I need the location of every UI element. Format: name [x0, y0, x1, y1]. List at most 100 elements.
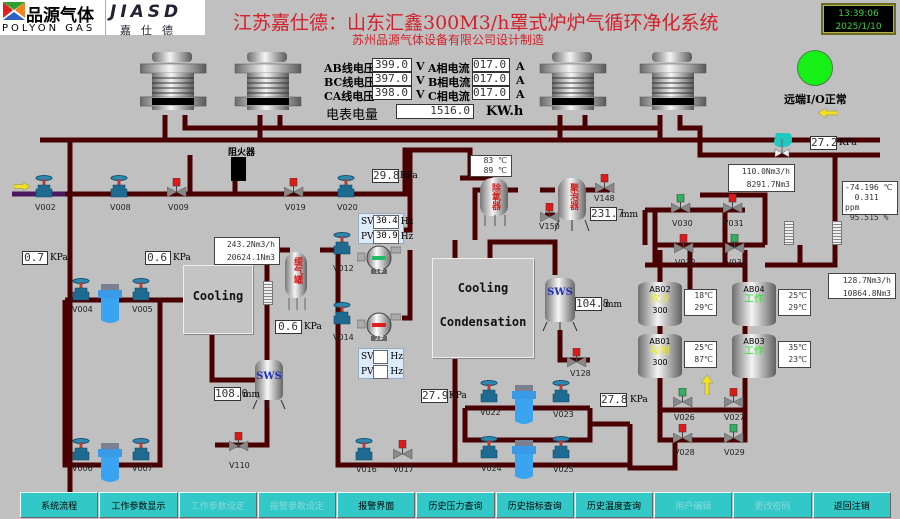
- ca-voltage-label: CA线电压: [324, 90, 375, 103]
- flame-arrestor-icon: [231, 157, 246, 181]
- valve-tag: V025: [553, 465, 574, 474]
- furnace-icon: [234, 51, 302, 111]
- filter-icon: [512, 440, 536, 479]
- cooler-2-label-line1: Cooling: [457, 281, 509, 295]
- valve-tag: V027: [724, 413, 745, 422]
- pressure-filter2-value: 27.9: [421, 389, 449, 403]
- valve-tag: V033: [726, 258, 747, 267]
- valve-tag: V014: [333, 333, 354, 342]
- valve-tag: V022: [480, 408, 501, 417]
- oxygen-value: 0.311: [854, 193, 879, 202]
- nav-button-10[interactable]: 返回注销: [812, 492, 891, 518]
- valve-tag: V017: [393, 465, 414, 474]
- valve-tag: V028: [674, 448, 695, 457]
- adsorber-id: AB04: [743, 285, 765, 294]
- defoamer-level-value: 231.7: [590, 207, 625, 221]
- pressure-unit: KPa: [839, 138, 857, 148]
- gate-valve-icon: [552, 436, 570, 459]
- compressor-2-sv-value[interactable]: [373, 349, 389, 364]
- tank-legs-icon: [542, 322, 578, 332]
- valve-tag: V150: [539, 222, 560, 231]
- pressure-left-value: 0.7: [22, 251, 48, 265]
- gate-valve-icon: [72, 278, 90, 301]
- adsorber-temps: 35℃ 23℃: [778, 341, 811, 368]
- pressure-main-value: 29.8: [372, 169, 400, 183]
- logo-partner-en: JIASD: [110, 2, 183, 22]
- purity-unit: %: [883, 213, 889, 222]
- adsorber-id: AB01: [649, 337, 671, 346]
- solenoid-valve-icon: [673, 424, 693, 444]
- adsorber-temp-1: 25℃: [788, 291, 807, 300]
- bc-voltage-value: 397.0: [372, 72, 412, 86]
- b-current-value: 017.0: [472, 72, 510, 86]
- nav-button-5[interactable]: 历史压力查询: [416, 492, 495, 518]
- adsorber-temps: 18℃ 29℃: [684, 289, 717, 316]
- b-current-label: B相电流: [428, 76, 471, 89]
- ab-voltage-unit: V: [416, 60, 425, 73]
- solenoid-valve-icon: [284, 178, 304, 198]
- sws-tank-label: SWS: [255, 360, 283, 400]
- ca-voltage-unit: V: [416, 88, 425, 101]
- adsorber-temp-1: 35℃: [788, 343, 807, 352]
- clock-date: 2025/1/10: [835, 22, 882, 32]
- arrow-up-icon: [701, 375, 713, 395]
- pressure-out-value: 27.8: [600, 393, 628, 407]
- gate-valve-icon: [35, 175, 53, 198]
- valve-tag: V032: [675, 258, 696, 267]
- deoxidizer-body: 除氧器: [480, 178, 508, 216]
- compressor-1-sv-value[interactable]: 30.4: [373, 214, 399, 229]
- energy-meter-unit: KW.h: [486, 104, 524, 119]
- cooler-condenser: Cooling Condensation: [432, 258, 534, 358]
- inlet-flow-display: 243.2Nm3/h 20624.1Nm3: [214, 237, 280, 265]
- valve-tag: V020: [337, 203, 358, 212]
- adsorber-temp-1: 18℃: [694, 291, 713, 300]
- pv-label: PV: [361, 366, 374, 377]
- tank-legs-icon: [252, 400, 286, 410]
- solenoid-valve-icon: [723, 194, 743, 214]
- adsorber-temps: 25℃ 87℃: [684, 341, 717, 368]
- gas-analyzer-display: -74.196 ℃ 0.311 ppm 95.515 %: [842, 181, 898, 222]
- pressure-regulator-icon[interactable]: [773, 131, 793, 159]
- compressor-name: 2#: [375, 335, 384, 342]
- ab-voltage-label: AB线电压: [324, 62, 375, 75]
- adsorber-state: 工作: [744, 294, 764, 305]
- nav-button-8: 用户编辑: [654, 492, 733, 518]
- valve-tag: V007: [132, 464, 153, 473]
- sws-level-value: 104.8: [575, 297, 610, 311]
- nav-button-1[interactable]: 工作参数显示: [99, 492, 178, 518]
- filter-icon: [512, 385, 536, 424]
- tank-legs-icon: [288, 298, 306, 310]
- bc-voltage-unit: V: [416, 74, 425, 87]
- bottom-nav: 系统流程工作参数显示工作参数设定报警参数设定报警界面历史压力查询历史指标查询历史…: [20, 492, 892, 518]
- compressor-pump-icon: 2#: [357, 312, 401, 342]
- c-current-unit: A: [516, 88, 525, 101]
- logo-brand-en: POLYON GAS: [2, 23, 96, 34]
- nav-button-0[interactable]: 系统流程: [20, 492, 99, 518]
- deoxidizer-temp-2: 89 ℃: [483, 166, 507, 175]
- nav-button-7[interactable]: 历史温度查询: [574, 492, 654, 518]
- arrow-left-icon: [818, 108, 838, 118]
- clock-display: 13:39:06 2025/1/10: [821, 3, 896, 35]
- logo-partner-cn: 嘉仕德: [120, 24, 183, 37]
- valve-tag: V002: [35, 203, 56, 212]
- adsorber-temp-2: 23℃: [788, 355, 807, 364]
- a-current-unit: A: [516, 60, 525, 73]
- adsorber-id: AB03: [743, 337, 765, 346]
- adsorber-vessel: AB03 工作: [732, 334, 776, 378]
- gate-valve-icon: [132, 438, 150, 461]
- cooler-1: Cooling: [183, 265, 253, 334]
- nav-button-6[interactable]: 历史指标查询: [495, 492, 574, 518]
- compressor-pump-icon: 1#: [357, 245, 401, 275]
- sws-level-value: 108.0: [214, 387, 249, 401]
- adsorber-value: 300: [652, 306, 668, 315]
- gate-valve-icon: [480, 436, 498, 459]
- a-current-value: 017.0: [472, 58, 510, 72]
- valve-tag: V016: [356, 465, 377, 474]
- flowmeter-icon: [263, 281, 273, 305]
- compressor-name: 1#: [375, 268, 384, 275]
- ca-voltage-value: 398.0: [372, 86, 412, 100]
- nav-button-4[interactable]: 报警界面: [337, 492, 416, 518]
- sv-label: SV: [361, 351, 374, 362]
- valve-tag: V019: [285, 203, 306, 212]
